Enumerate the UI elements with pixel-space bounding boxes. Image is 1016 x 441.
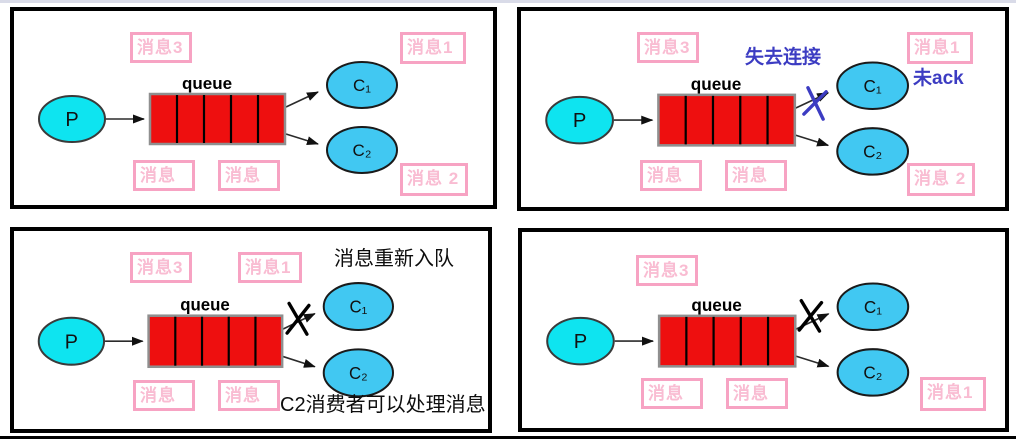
message-tag-bottom-left-1: 消息 <box>133 380 195 411</box>
annotation-requeue: 消息重新入队 <box>334 248 454 270</box>
arrow-queue-to-consumer2 <box>282 355 316 368</box>
message-tag-bottom-left-2: 消息 <box>726 378 788 409</box>
window-top-edge <box>0 0 1016 3</box>
consumer2-label: C₂ <box>353 141 372 160</box>
message-tag-top-mid: 消息1 <box>238 252 302 283</box>
consumer1-label: C₁ <box>353 76 371 95</box>
consumer2-node <box>326 126 398 174</box>
consumer1-label: C₁ <box>349 297 367 316</box>
consumer1-label: C₁ <box>864 297 882 317</box>
panel-4-diagram: queue P C₁ C₂ <box>546 282 910 397</box>
message-tag-bottom-left-1: 消息 <box>641 378 703 409</box>
message-tag-top-right: 消息1 <box>907 32 973 64</box>
producer-node <box>37 316 106 366</box>
arrow-queue-to-consumer2 <box>796 355 830 368</box>
producer-label: P <box>65 109 78 131</box>
consumer2-label: C₂ <box>349 364 368 383</box>
panel-2-diagram: queue P C₁ C₂ <box>545 61 910 176</box>
annotation-lost-connection: 失去连接 <box>745 47 822 68</box>
arrow-queue-to-consumer1 <box>285 91 319 108</box>
queue-label: queue <box>180 295 230 314</box>
message-tag-bottom-right: 消息 2 <box>400 163 468 196</box>
queue-label: queue <box>691 74 742 94</box>
message-tag-bottom-right: 消息 2 <box>907 163 975 196</box>
connection-broken-x-icon <box>285 303 311 335</box>
window-bottom-edge <box>0 436 1016 439</box>
message-tag-bottom-left-2: 消息 <box>218 380 280 411</box>
producer-label: P <box>574 331 587 353</box>
producer-node <box>38 95 106 143</box>
queue-rect <box>147 314 284 369</box>
consumer2-label: C₂ <box>863 141 882 161</box>
queue-label: queue <box>182 74 232 93</box>
consumer1-label: C₁ <box>864 76 882 96</box>
producer-label: P <box>573 110 586 132</box>
consumer2-node <box>836 127 910 176</box>
panel-redelivery: queue P C₁ C₂ 消息3 消息 消息 消息1 <box>518 228 1009 432</box>
panel-3-diagram: queue P C₁ C₂ <box>37 282 394 398</box>
message-tag-top-left: 消息3 <box>130 252 192 283</box>
queue-rect <box>148 92 287 146</box>
consumer1-node <box>326 61 398 109</box>
message-tag-top-left: 消息3 <box>636 255 698 286</box>
annotation-c2-can-handle: C2消费者可以处理消息 <box>280 394 486 416</box>
panel-normal-delivery: queue P C₁ C₂ 消息3 消息1 消息 消息 消息 2 <box>10 7 497 209</box>
queue-label: queue <box>691 295 741 315</box>
consumer2-label: C₂ <box>863 362 882 382</box>
panel-message-requeued: queue P C₁ C₂ 消息3 消息1 消息 消息 消息重新入队 C2消费者… <box>10 227 492 433</box>
message-tag-bottom-left-2: 消息 <box>218 160 280 191</box>
consumer1-node <box>836 282 910 332</box>
producer-label: P <box>65 331 78 353</box>
consumer1-node <box>322 282 394 332</box>
message-tag-top-left: 消息3 <box>637 32 699 63</box>
consumer1-node <box>836 61 910 111</box>
producer-node <box>545 95 614 145</box>
message-tag-bottom-left-2: 消息 <box>725 160 787 191</box>
panel-lost-connection: queue P C₁ C₂ 消息3 消息1 消息 消息 消息 2 失去连接 未a… <box>517 7 1009 211</box>
arrow-queue-to-consumer2 <box>795 134 830 147</box>
consumer2-node <box>322 348 394 398</box>
queue-rect <box>657 93 797 147</box>
message-tag-bottom-left-1: 消息 <box>640 160 702 191</box>
message-tag-bottom-right: 消息1 <box>920 377 986 411</box>
connection-broken-x-icon <box>802 90 828 116</box>
annotation-no-ack: 未ack <box>913 68 964 89</box>
connection-broken-x-icon <box>797 301 824 332</box>
message-tag-bottom-left-1: 消息 <box>133 160 195 191</box>
producer-node <box>546 316 615 366</box>
arrow-queue-to-consumer2 <box>285 133 319 146</box>
message-tag-top-left: 消息3 <box>130 32 192 63</box>
queue-rect <box>657 314 797 368</box>
panel-1-diagram: queue P C₁ C₂ <box>38 61 398 174</box>
consumer2-node <box>836 348 910 397</box>
message-tag-top-right: 消息1 <box>400 32 466 64</box>
